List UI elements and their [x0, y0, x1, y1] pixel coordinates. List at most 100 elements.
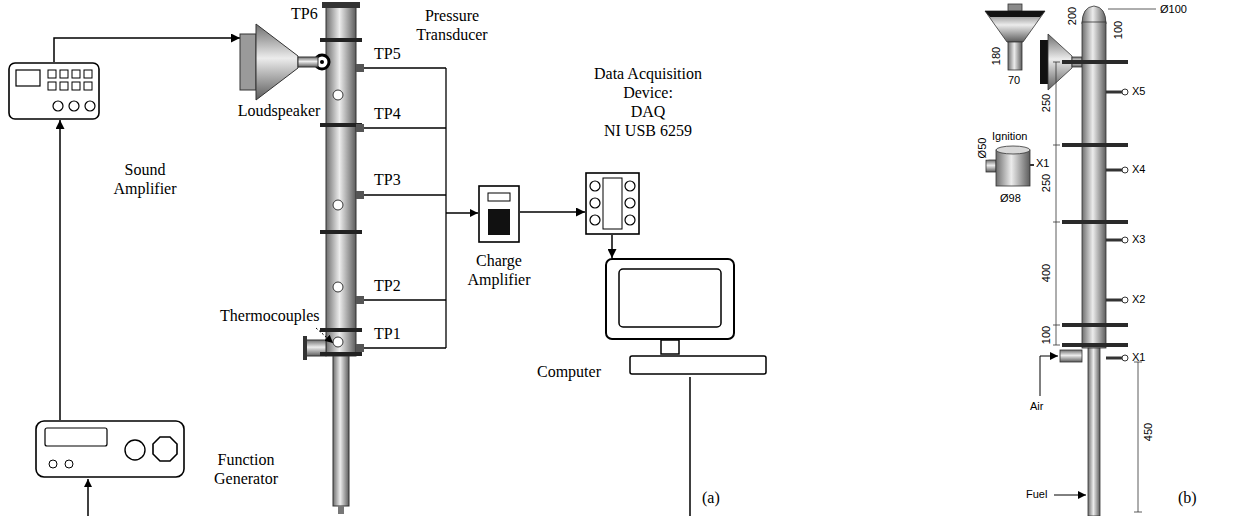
- label-holder: (a): [702, 488, 720, 507]
- pressure-transducer: [356, 124, 364, 132]
- tube-flange: [320, 328, 362, 332]
- device-icon: [478, 185, 520, 243]
- dimension-tick: [1053, 325, 1060, 326]
- amplifier-case: [9, 63, 99, 119]
- part-label: TP1: [374, 325, 401, 342]
- display-window: [45, 428, 107, 446]
- part-label: (b): [1178, 489, 1197, 506]
- dimension-tick: [1053, 145, 1060, 146]
- label-holder: Thermocouples: [220, 306, 320, 325]
- label-holder: Air: [1030, 400, 1043, 413]
- device-label: NI USB 6259: [583, 121, 713, 140]
- speaker-magnet: [1008, 4, 1022, 11]
- tube-flange: [320, 352, 362, 356]
- transducer-head: [1122, 297, 1128, 303]
- part-label: Pressure Transducer: [416, 7, 487, 43]
- output-socket: [65, 460, 73, 468]
- part-label: TP6: [291, 5, 318, 22]
- push-button: [60, 82, 68, 90]
- push-button: [48, 70, 56, 78]
- dimension-line: [1056, 62, 1057, 345]
- terminal-socket: [625, 198, 635, 208]
- transducer-pin: [1106, 299, 1122, 302]
- label-holder: Ignition: [992, 130, 1027, 143]
- charge-amplifier: Charge Amplifier: [478, 185, 520, 243]
- push-button: [72, 82, 80, 90]
- thermocouple-port: [333, 337, 343, 347]
- signal-wire: [364, 347, 446, 348]
- pressure-transducer: [356, 296, 364, 304]
- function-generator: Function Generator: [35, 420, 185, 478]
- amplifier-case: [479, 186, 519, 242]
- terminal-socket: [590, 215, 600, 225]
- push-button: [72, 70, 80, 78]
- speaker-cone: [985, 11, 1045, 42]
- terminal-socket: [590, 198, 600, 208]
- control-knob: [69, 101, 79, 111]
- thermocouple-port: [333, 282, 343, 292]
- device-label: Computer: [531, 362, 601, 381]
- burner-tube: [1088, 348, 1100, 516]
- dimension-label: 450: [1142, 423, 1154, 441]
- dimension-line: [1108, 9, 1156, 10]
- keyboard: [630, 356, 766, 374]
- speaker-cone: [256, 24, 298, 100]
- label-holder: X5: [1132, 85, 1145, 98]
- transducer-head: [1122, 167, 1128, 173]
- device-icon: [585, 172, 640, 235]
- part-label: Fuel: [1026, 488, 1047, 500]
- ignition-section-top: [996, 146, 1030, 154]
- part-label: X5: [1132, 85, 1145, 97]
- monitor-screen: [619, 269, 721, 327]
- label-holder: TP3: [374, 170, 401, 189]
- tube-flange: [1062, 143, 1128, 147]
- label-holder: X3: [1132, 233, 1145, 246]
- speaker-rim: [985, 11, 1045, 17]
- device-label: Function Generator: [205, 450, 287, 488]
- label-holder: 450: [1142, 422, 1155, 442]
- part-label: Ø98: [1000, 192, 1021, 204]
- dimension-line: [1138, 362, 1139, 512]
- tube-flange: [1062, 220, 1128, 224]
- loudspeaker: Loudspeaker: [240, 22, 318, 102]
- transducer-pin: [1030, 164, 1034, 166]
- tube-flange: [320, 123, 362, 127]
- speaker-magnet: [1040, 40, 1048, 84]
- label-holder: TP1: [374, 324, 401, 343]
- part-label: X2: [1132, 293, 1145, 305]
- tube-flange: [1062, 323, 1128, 327]
- combustor-tube: [1082, 22, 1106, 348]
- front-panel: [488, 209, 510, 235]
- device-label: Sound Amplifier: [108, 160, 182, 198]
- dimension-tick: [1053, 62, 1060, 63]
- label-holder: 70: [1008, 74, 1020, 87]
- part-label: X1: [1132, 351, 1145, 363]
- signal-arrow: [54, 38, 240, 62]
- sound-amplifier: Sound Amplifier: [8, 62, 100, 120]
- part-label: X1: [1036, 157, 1049, 169]
- signal-wire: [364, 127, 446, 128]
- control-knob: [85, 101, 95, 111]
- label-holder: 400: [1040, 263, 1053, 283]
- label-holder: TP2: [374, 276, 401, 295]
- burner-tube: [333, 356, 349, 506]
- speaker-magnet: [240, 34, 256, 90]
- device-icon: [8, 62, 100, 120]
- dimension-label: 400: [1040, 264, 1052, 282]
- pressure-transducer: [356, 64, 364, 72]
- label-holder: X1: [1132, 351, 1145, 364]
- display-window: [488, 193, 510, 201]
- device-icon: [35, 420, 185, 478]
- device-label-group: Loudspeaker: [234, 101, 324, 120]
- push-button: [84, 70, 92, 78]
- terminal-socket: [625, 215, 635, 225]
- part-label: 70: [1008, 74, 1020, 86]
- transducer-pin: [1106, 91, 1122, 94]
- part-label: TP2: [374, 277, 401, 294]
- push-button: [84, 82, 92, 90]
- label-holder: Pressure Transducer: [410, 6, 494, 44]
- output-socket: [49, 460, 57, 468]
- signal-arrow: [520, 211, 585, 213]
- terminal-block: [603, 178, 622, 229]
- control-knob: [125, 440, 145, 460]
